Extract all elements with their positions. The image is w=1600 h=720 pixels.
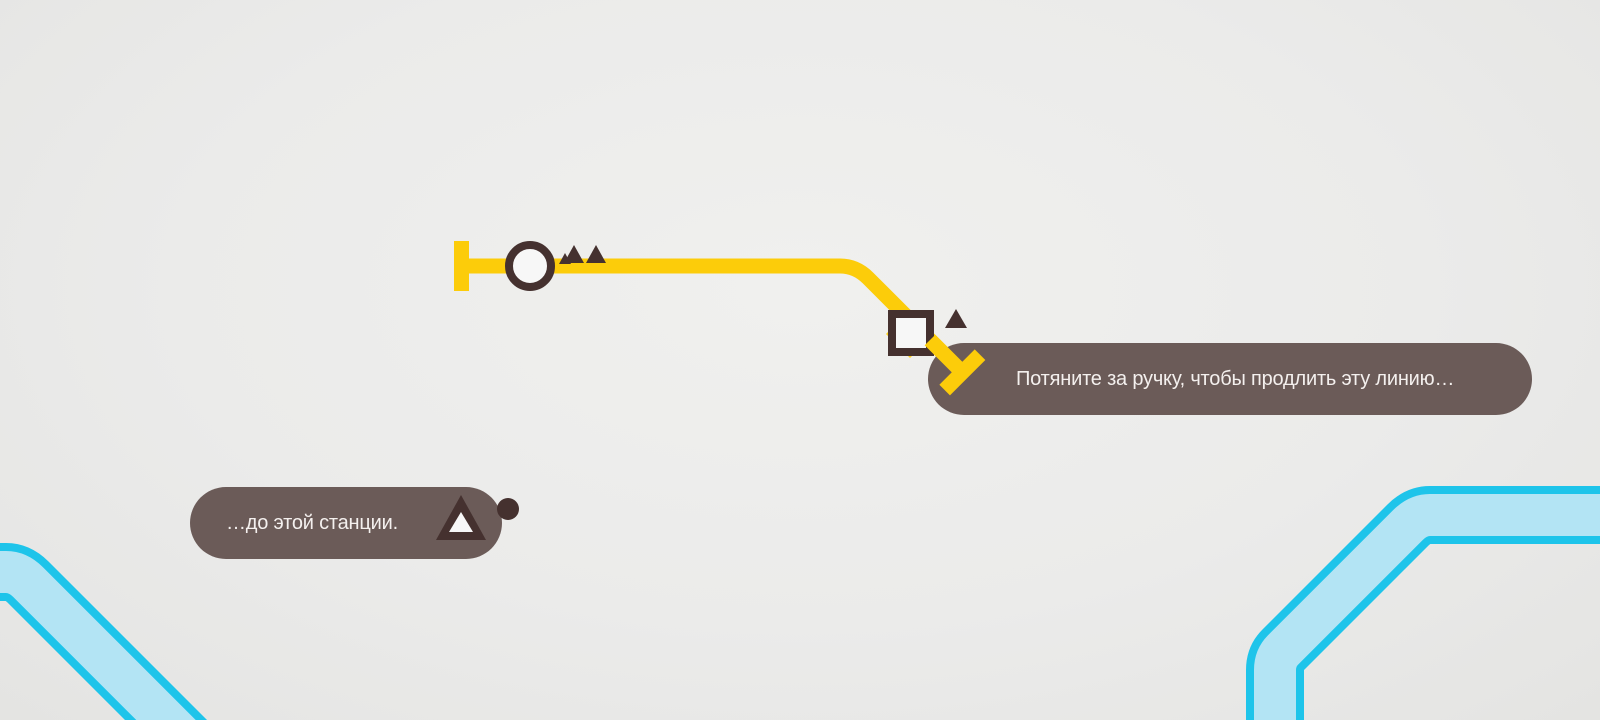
left-river (0, 543, 208, 720)
triangle-station[interactable] (436, 495, 486, 540)
square-station[interactable] (885, 309, 935, 359)
tooltip-text: …до этой станции. (226, 511, 398, 534)
tutorial-tooltip-extend-line: Потяните за ручку, чтобы продлить эту ли… (928, 343, 1532, 415)
right-river (1246, 486, 1600, 720)
triangle-passenger-icon (945, 309, 967, 328)
line-end-handle-overlay[interactable] (924, 334, 986, 396)
waiting-passengers-circle-station (559, 245, 606, 264)
line-start-handle[interactable] (454, 241, 469, 291)
circle-station[interactable] (505, 241, 555, 291)
tooltip-text: Потяните за ручку, чтобы продлить эту ли… (1016, 367, 1455, 390)
